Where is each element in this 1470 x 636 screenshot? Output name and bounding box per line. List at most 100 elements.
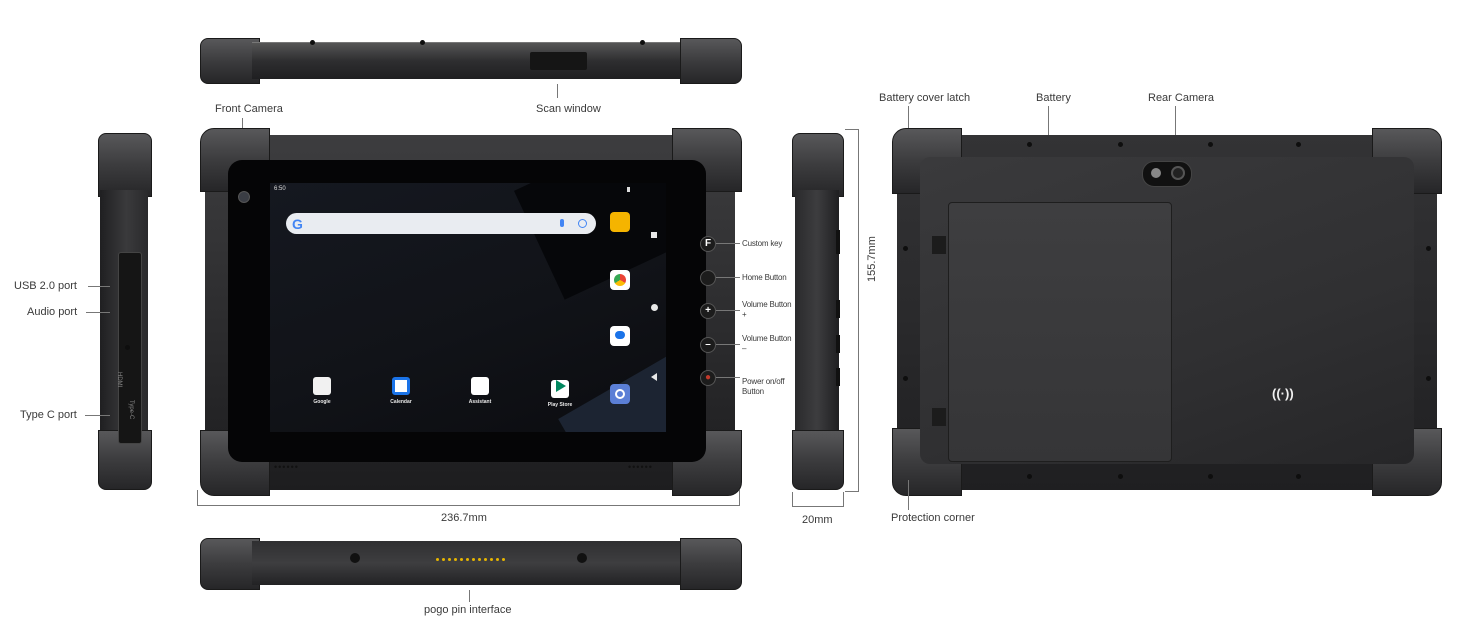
- top-body: [252, 42, 684, 79]
- bottom-screw-hole: [350, 553, 360, 563]
- app-google[interactable]: Google: [292, 377, 352, 405]
- tablet-screen[interactable]: 6:50 G Google Calendar Assistant Play St…: [270, 183, 666, 432]
- google-folder-icon: [313, 377, 331, 395]
- width-dim-line: [197, 505, 740, 506]
- pogo-leader: [469, 590, 470, 602]
- protection-corner-leader: [908, 480, 909, 510]
- volume-down-button[interactable]: –: [700, 337, 716, 353]
- camera-app-icon[interactable]: [610, 212, 630, 232]
- pogo-pin: [502, 558, 505, 561]
- usb-port-cover: [118, 252, 142, 444]
- back-screw: [903, 376, 908, 381]
- bottom-bumper-right: [680, 538, 742, 590]
- battery-cover-latch-label: Battery cover latch: [879, 92, 971, 104]
- bottom-body: [252, 541, 684, 585]
- app-calendar[interactable]: Calendar: [371, 377, 431, 405]
- width-dimension-label: 236.7mm: [441, 512, 487, 524]
- nav-back-button[interactable]: [651, 373, 657, 381]
- right-side-bumper-bottom: [792, 430, 844, 490]
- app-label: Calendar: [390, 399, 412, 405]
- type-c-port-label: Type C port: [20, 409, 77, 421]
- back-screw: [1296, 142, 1301, 147]
- volume-up-button[interactable]: +: [700, 303, 716, 319]
- width-dim-tick-left: [197, 490, 198, 506]
- rear-camera-leader: [1175, 106, 1176, 160]
- back-screw: [1426, 376, 1431, 381]
- pogo-pin: [496, 558, 499, 561]
- type-c-mark: Type-C: [128, 400, 134, 420]
- app-label: Play Store: [547, 402, 573, 408]
- pogo-pin-label: pogo pin interface: [424, 604, 512, 616]
- latch-leader: [908, 106, 909, 146]
- home-hardware-button[interactable]: [700, 270, 716, 286]
- hdmi-mark: HDMI: [116, 372, 122, 388]
- pogo-pin: [442, 558, 445, 561]
- custom-key-leader: [716, 243, 740, 244]
- settings-app-icon[interactable]: [610, 384, 630, 404]
- battery-icon: [627, 187, 630, 192]
- battery-cover: [948, 202, 1172, 462]
- power-label: Power on/off Button: [742, 377, 785, 396]
- calendar-icon: [392, 377, 410, 395]
- rear-camera-lens: [1171, 166, 1185, 180]
- top-bumper-left: [200, 38, 260, 84]
- pogo-pin: [490, 558, 493, 561]
- top-bumper-right: [680, 38, 742, 84]
- app-assistant[interactable]: Assistant: [450, 377, 510, 405]
- wallpaper-shape: [514, 183, 666, 300]
- side-button: [836, 300, 840, 318]
- rear-camera-module: [1142, 161, 1192, 187]
- pogo-pin: [472, 558, 475, 561]
- google-g-icon: G: [292, 216, 303, 232]
- home-button-label: Home Button: [742, 273, 787, 282]
- scan-window-label: Scan window: [536, 103, 601, 115]
- google-search-bar[interactable]: G: [286, 213, 596, 234]
- pogo-pin: [436, 558, 439, 561]
- usb-port-leader: [88, 286, 110, 287]
- pogo-pin: [460, 558, 463, 561]
- depth-dim-tick-right: [843, 492, 844, 507]
- speaker-right: ••••••: [628, 462, 653, 472]
- custom-key-button[interactable]: F: [700, 236, 716, 252]
- bottom-screw-hole: [577, 553, 587, 563]
- pogo-pin: [448, 558, 451, 561]
- pogo-pin: [454, 558, 457, 561]
- protection-corner-label: Protection corner: [891, 512, 975, 524]
- lens-icon[interactable]: [578, 219, 587, 228]
- assistant-icon: [471, 377, 489, 395]
- back-screw: [1426, 246, 1431, 251]
- power-leader: [716, 377, 740, 378]
- app-label: Google: [313, 399, 331, 405]
- rear-camera-label: Rear Camera: [1148, 92, 1215, 104]
- back-screw: [1118, 142, 1123, 147]
- chrome-app-icon[interactable]: [610, 270, 630, 290]
- depth-dimension-label: 20mm: [802, 514, 833, 526]
- volume-up-label: Volume Button +: [742, 300, 792, 319]
- power-button[interactable]: ●: [700, 370, 716, 386]
- audio-port-leader: [86, 312, 110, 313]
- play-store-icon: [551, 380, 569, 398]
- speaker-left: ••••••: [274, 462, 299, 472]
- status-time: 6:50: [274, 186, 286, 192]
- nav-recents-button[interactable]: [651, 232, 657, 238]
- right-side-bumper-top: [792, 133, 844, 197]
- back-screw: [1027, 474, 1032, 479]
- front-camera-label: Front Camera: [215, 103, 283, 115]
- back-screw: [1118, 474, 1123, 479]
- height-dim-line: [858, 129, 859, 492]
- custom-key-label: Custom key: [742, 239, 783, 248]
- usb-port-label: USB 2.0 port: [14, 280, 77, 292]
- messages-app-icon[interactable]: [610, 326, 630, 346]
- side-button: [836, 230, 840, 254]
- nav-home-button[interactable]: [651, 304, 658, 311]
- pogo-pin: [478, 558, 481, 561]
- bottom-bumper-left: [200, 538, 260, 590]
- back-screw: [1296, 474, 1301, 479]
- side-screw: [125, 345, 130, 350]
- mic-icon[interactable]: [560, 219, 564, 227]
- app-play-store[interactable]: Play Store: [530, 377, 590, 408]
- back-screw: [903, 246, 908, 251]
- home-button-leader: [716, 277, 740, 278]
- width-dim-tick-right: [739, 490, 740, 506]
- battery-latch-top: [932, 236, 946, 254]
